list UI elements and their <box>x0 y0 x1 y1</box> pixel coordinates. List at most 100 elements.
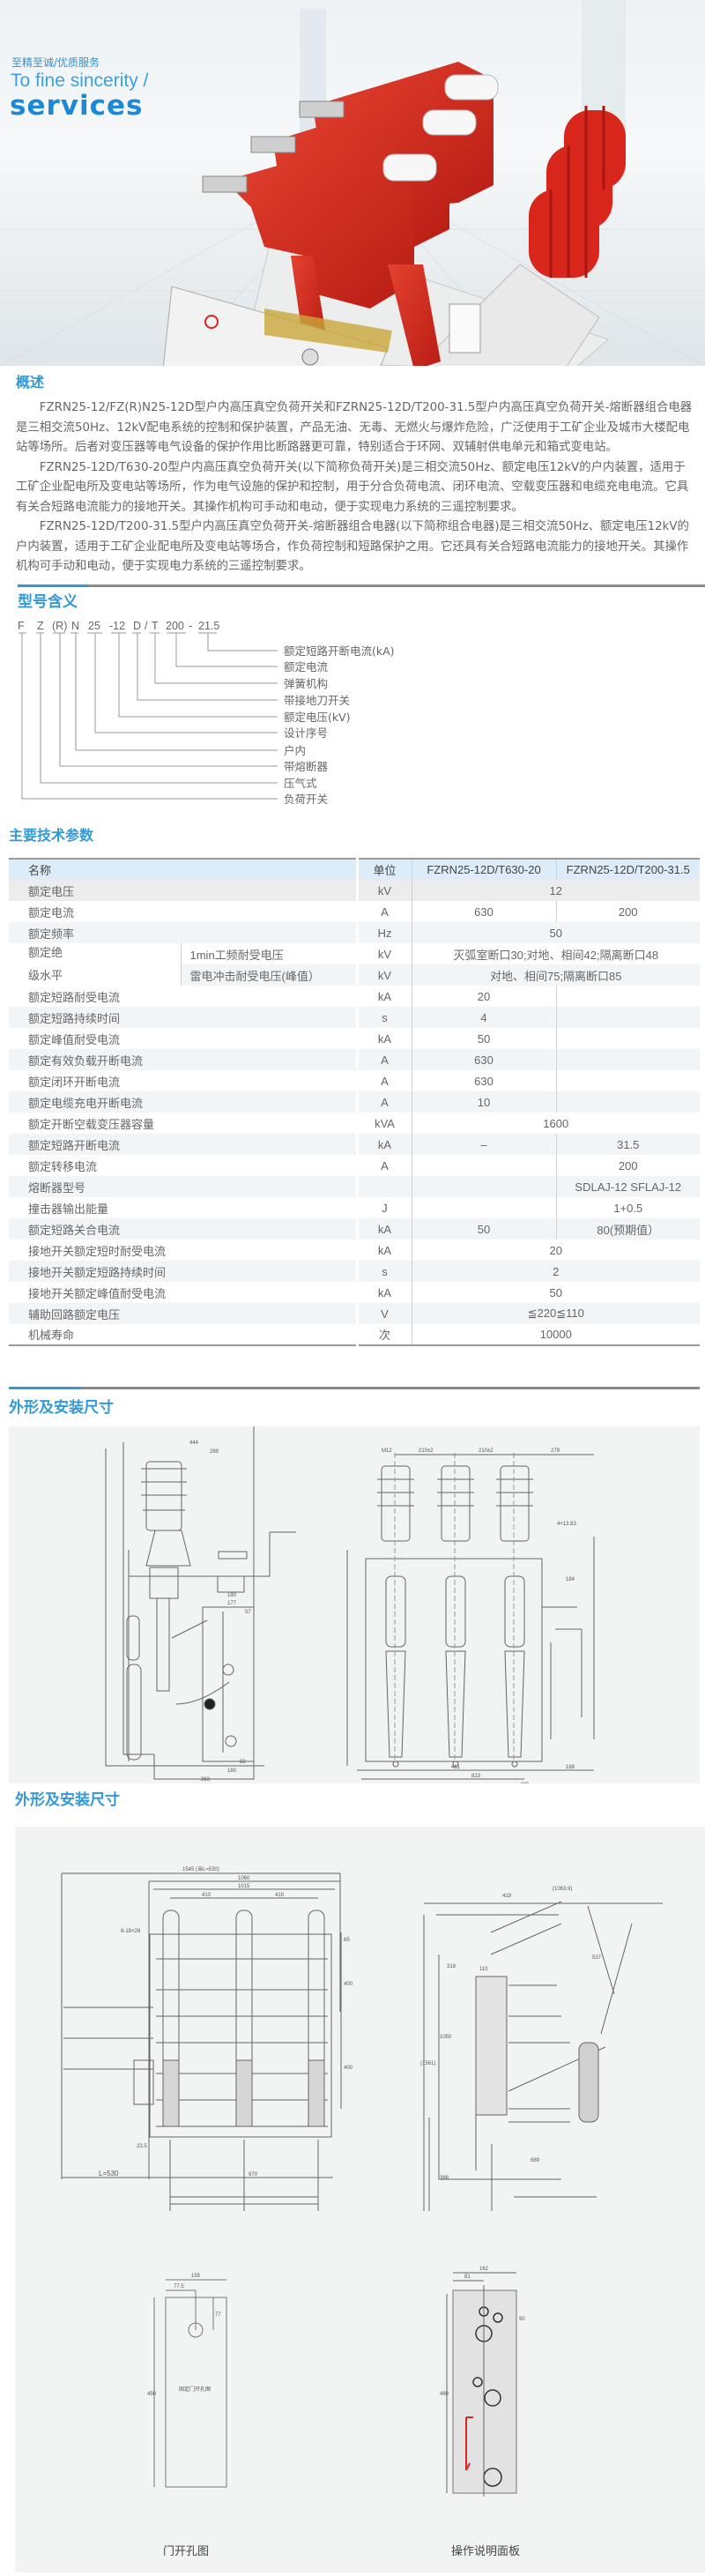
param-value: ≦220≦110 <box>412 1303 701 1324</box>
param-unit: A <box>355 1070 412 1091</box>
param-name: 额定电缆充电开断电流 <box>9 1091 358 1113</box>
dim-82: 82 <box>240 1760 246 1765</box>
operation-panel-drawing <box>446 2272 517 2497</box>
dim-1060: 1060 <box>238 1876 250 1881</box>
param-name: 额定短路持续时间 <box>9 1007 358 1028</box>
code-dash: - <box>189 620 192 632</box>
param-unit: A <box>355 1091 412 1113</box>
param-value-model-2 <box>555 1091 701 1113</box>
dim-388: 388 <box>440 2176 449 2181</box>
param-value-model-2 <box>555 1049 701 1070</box>
param-name: 额定开断空载变压器容量 <box>28 1117 155 1131</box>
label-load-switch: 负荷开关 <box>284 793 328 806</box>
param-name: 熔断器型号 <box>9 1176 358 1197</box>
param-value: 2 <box>412 1261 701 1282</box>
code-200: 200 <box>166 620 184 632</box>
dim-23-5: 23.5 <box>137 2144 147 2149</box>
param-unit: A <box>355 1155 412 1176</box>
code-T: T <box>152 620 159 632</box>
param-unit: kA <box>355 986 412 1007</box>
dim-177: 177 <box>227 1601 237 1606</box>
param-subname: 雷电冲击耐受电压(峰值） <box>180 964 358 986</box>
dim-162: 162 <box>479 2267 489 2272</box>
param-value-model-1: – <box>412 1134 557 1155</box>
param-value-model-1 <box>412 1155 556 1176</box>
param-value: 灭弧室断口30;对地、相间42;隔离断口48 <box>453 948 659 962</box>
dim-363: 363 <box>201 1777 211 1783</box>
dim-400-a: 400 <box>344 1982 353 1987</box>
param-name: 额定短路耐受电流 <box>28 990 121 1004</box>
param-unit: kA <box>355 1218 412 1240</box>
overview-body: FZRN25-12/FZ(R)N25-12D型户内高压真空负荷开关和FZRN25… <box>16 398 696 577</box>
param-name: 额定频率 <box>9 922 358 943</box>
param-value: 10000 <box>412 1324 701 1346</box>
label-spring-mechanism: 弹簧机构 <box>284 677 328 690</box>
overview-heading: 概述 <box>16 374 45 391</box>
label-design-number: 设计序号 <box>284 726 328 740</box>
hero-banner: 至精至诚/优质服务 To fine sincerity / services <box>0 0 705 366</box>
param-value-model-1: 4 <box>412 1007 557 1028</box>
overview-paragraph-3: FZRN25-12D/T200-31.5型户内高压真空负荷开关-熔断器组合电器(… <box>16 520 689 573</box>
header-unit: 单位 <box>355 858 412 880</box>
table-header-row: 名称 单位 FZRN25-12D/T630-20 FZRN25-12D/T200… <box>9 858 701 880</box>
param-value: 1600 <box>543 1116 569 1130</box>
header-model-2: FZRN25-12D/T200-31.5 <box>555 858 701 880</box>
code-D: D <box>133 620 141 632</box>
dim-279: 279 <box>551 1448 560 1454</box>
param-unit: kV <box>355 880 412 901</box>
label-rated-current: 额定电流 <box>284 660 329 674</box>
dimension-drawing-panel-1: 444 289 180 177 57 82 180 363 M12 210±2 … <box>9 1426 700 1789</box>
param-unit: kA <box>355 1134 412 1155</box>
param-value-model-1: 50 <box>477 1031 491 1046</box>
door-cutout-drawing <box>153 2279 227 2488</box>
param-value-model-1: 10 <box>412 1091 557 1113</box>
dim-1015: 1015 <box>238 1884 250 1889</box>
param-value-model-1: 630 <box>412 1049 557 1070</box>
label-breaking-current: 额定短路开断电流(kA) <box>284 644 395 658</box>
caption-door-cutout: 门开孔图 <box>163 2544 209 2557</box>
param-name: 额定绝级水平 <box>9 943 181 986</box>
spec-heading: 主要技术参数 <box>9 827 94 844</box>
dim-77: 77 <box>215 2312 221 2318</box>
dimension-drawing-panel-2: 1545 (当L=530) 1060 1015 410 410 6-18×28 … <box>15 1827 705 2572</box>
param-name: 撞击器输出能量 <box>28 1202 109 1216</box>
param-name: 机械寿命 <box>9 1324 358 1346</box>
dim-1050: 1050 <box>440 2035 452 2040</box>
overview-paragraph-1: FZRN25-12/FZ(R)N25-12D型户内高压真空负荷开关和FZRN25… <box>16 401 693 454</box>
param-name-line-1: 额定绝 <box>28 946 63 959</box>
dim-689: 689 <box>531 2158 540 2163</box>
dim-410-a: 410 <box>202 1893 212 1898</box>
param-unit: kV <box>355 964 412 986</box>
code-21-5: 21.5 <box>198 620 219 632</box>
param-name: 额定短路关合电流 <box>9 1218 358 1240</box>
param-value: 20 <box>549 1243 562 1257</box>
param-value-model-2: 200 <box>555 1155 701 1176</box>
param-unit: kA <box>355 1282 412 1303</box>
dim-410-b: 410 <box>275 1893 285 1898</box>
caption-operation-panel: 操作说明面板 <box>451 2544 520 2557</box>
slogan-chinese: 至精至诚/优质服务 <box>11 56 100 69</box>
param-name: 接地开关额定短路持续时间 <box>9 1261 358 1282</box>
code-25: 25 <box>88 620 100 632</box>
dimensions-heading-1: 外形及安装尺寸 <box>9 1399 114 1417</box>
param-value-model-2: 200 <box>555 901 701 922</box>
param-name: 辅助回路额定电压 <box>9 1303 358 1324</box>
label-with-fuse: 带熔断器 <box>284 760 329 773</box>
dim-180b: 180 <box>227 1768 237 1774</box>
param-value-model-2: 1+0.5 <box>555 1197 701 1218</box>
param-name: 额定峰值耐受电流 <box>28 1032 121 1046</box>
slogan-english: To fine sincerity / <box>11 71 149 91</box>
param-unit: kVA <box>355 1113 412 1134</box>
